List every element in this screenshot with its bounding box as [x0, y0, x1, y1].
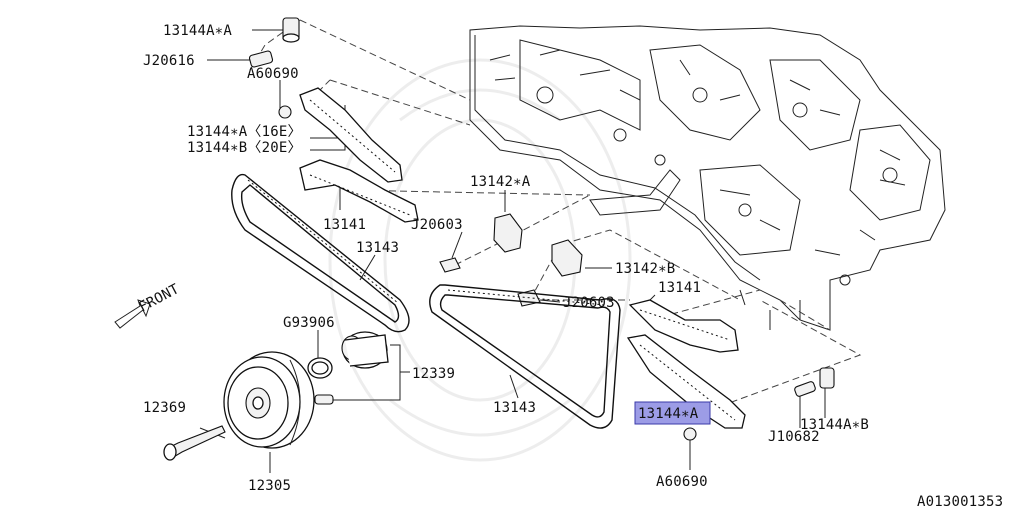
highlight-box	[634, 401, 711, 425]
pin-12339	[314, 394, 334, 405]
idler-pulley-12339	[341, 331, 389, 369]
label-a60690-top[interactable]: A60690	[247, 66, 299, 82]
tensioner-arm-13144a-lower	[626, 334, 746, 429]
engine-block-illustration	[469, 25, 946, 331]
idler-13142a	[493, 213, 523, 253]
label-a60690-bottom[interactable]: A60690	[656, 474, 708, 490]
label-13141-left[interactable]: 13141	[323, 217, 366, 233]
label-j10682[interactable]: J10682	[768, 429, 820, 445]
tensioner-arm-13144	[299, 87, 403, 183]
label-13143-top[interactable]: 13143	[356, 240, 399, 256]
label-13142-a[interactable]: 13142∗A	[470, 174, 531, 190]
front-label: FRONT	[136, 281, 182, 316]
idler-13142b	[551, 239, 583, 277]
belt-guide-13141-right	[628, 299, 739, 353]
timing-belt-13143-upper	[231, 173, 410, 333]
o-ring-g93906	[307, 357, 333, 379]
bolt-j20603-top	[439, 257, 461, 273]
crank-pulley-12305	[223, 351, 315, 449]
part-labels[interactable]: 13144A∗A J20616 A60690 13144∗A〈16E〉 1314…	[143, 23, 869, 494]
tensioner-cylinder-top	[282, 17, 300, 43]
timing-belt-13143-lower	[429, 284, 621, 429]
label-13144a-b-right[interactable]: 13144A∗B	[800, 417, 869, 433]
watermark-emblem	[328, 58, 632, 462]
label-13144a-a-top[interactable]: 13144A∗A	[163, 23, 232, 39]
label-13142-b[interactable]: 13142∗B	[615, 261, 675, 277]
figure-id: A013001353	[917, 494, 1003, 510]
label-12305[interactable]: 12305	[248, 478, 291, 494]
front-direction-arrow: FRONT	[114, 281, 182, 329]
stud-bolt-j20616	[248, 50, 274, 68]
label-13141-right[interactable]: 13141	[658, 280, 701, 296]
label-13144b-20e[interactable]: 13144∗B〈20E〉	[187, 140, 302, 156]
bolt-a60690-bottom	[683, 427, 697, 441]
label-13144a-16e[interactable]: 13144∗A〈16E〉	[187, 124, 302, 140]
stud-bolt-j10682	[794, 381, 816, 397]
crank-bolt-12369	[163, 425, 226, 461]
bolt-a60690-top	[278, 105, 292, 119]
label-g93906[interactable]: G93906	[283, 315, 335, 331]
label-j20603-top[interactable]: J20603	[411, 217, 463, 233]
belt-guide-13141-left	[299, 159, 419, 223]
label-12339[interactable]: 12339	[412, 366, 455, 382]
label-12369[interactable]: 12369	[143, 400, 186, 416]
label-j20603-mid[interactable]: J20603	[563, 295, 615, 311]
label-13144-a-highlighted[interactable]: 13144∗A	[638, 406, 699, 422]
tensioner-cylinder-13144ab	[819, 367, 835, 389]
label-13143-bottom[interactable]: 13143	[493, 400, 536, 416]
reference-lines	[249, 19, 862, 411]
label-j20616[interactable]: J20616	[143, 53, 195, 69]
